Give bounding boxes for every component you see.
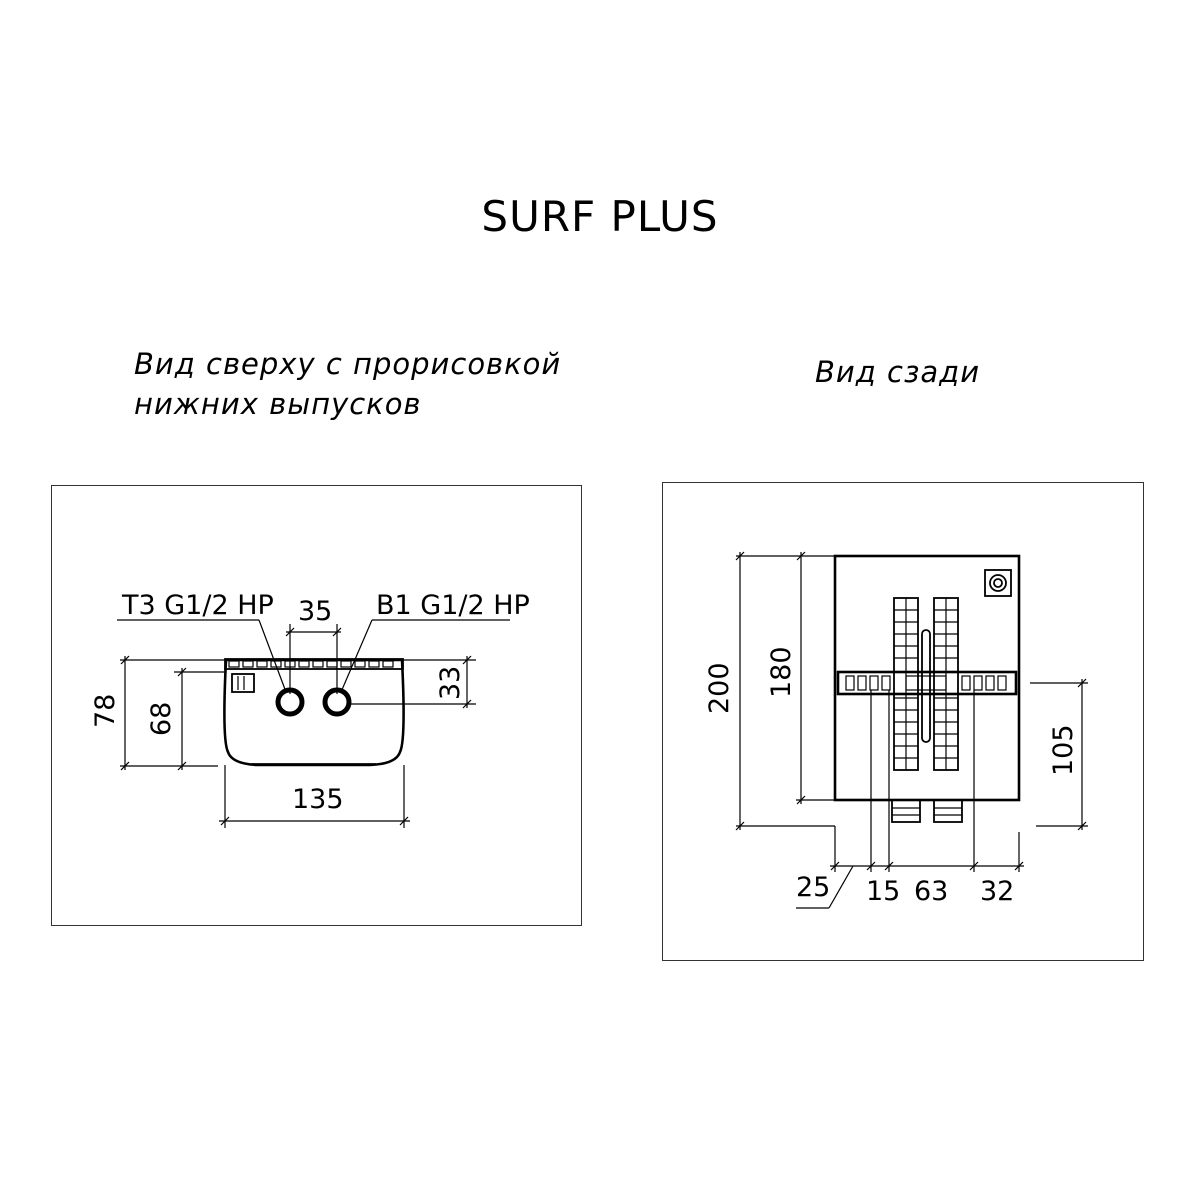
dim-outlet-offset: 33	[435, 666, 466, 700]
dim-outlet-spacing: 35	[298, 596, 332, 627]
dim-rear-outlet-offset: 15	[866, 876, 900, 907]
rear-horizontal-bar	[836, 670, 1018, 696]
label-cold-outlet: В1 G1/2 НР	[376, 590, 530, 621]
rear-column-grid	[894, 598, 958, 770]
top-view-caption: Вид сверху с прорисовкой нижних выпусков	[134, 344, 561, 424]
top-view-body-outline	[223, 658, 405, 767]
top-view-caption-line-1: Вид сверху с прорисовкой	[134, 347, 562, 381]
dim-body-height: 68	[146, 702, 177, 736]
page-title: SURF PLUS	[481, 192, 719, 241]
rear-view-caption: Вид сзади	[815, 355, 981, 389]
rear-outlet-left	[891, 799, 921, 823]
dim-rear-right-offset: 32	[980, 876, 1014, 907]
rear-horizontal-bar-detail	[845, 675, 1007, 691]
rear-outlet-right	[933, 799, 963, 823]
top-view-panel	[51, 485, 582, 926]
dim-rear-body-height: 180	[766, 646, 797, 698]
top-view-drawing: Т3 G1/2 НР В1 G1/2 НР 35 33 78 68	[90, 590, 530, 828]
dim-rear-total-height: 200	[704, 662, 735, 714]
dim-rear-outlet-spacing: 63	[914, 876, 948, 907]
rear-center-slot	[921, 629, 931, 743]
dim-total-height: 78	[90, 694, 121, 728]
top-view-caption-line-2: нижних выпусков	[134, 387, 422, 421]
top-view-grille-slots	[228, 660, 394, 668]
label-hot-outlet: Т3 G1/2 НР	[121, 590, 274, 621]
dim-width: 135	[292, 784, 344, 815]
overflow-fitting	[984, 569, 1012, 597]
rear-view-body	[833, 554, 1021, 802]
dim-rear-outlet-height: 105	[1048, 724, 1079, 776]
rear-view-drawing: 200 180 105 25 15 63 32	[704, 551, 1088, 909]
dim-rear-left-offset: 25	[796, 872, 830, 903]
top-view-grille-band	[224, 658, 404, 670]
top-view-overflow-detail	[231, 673, 255, 693]
